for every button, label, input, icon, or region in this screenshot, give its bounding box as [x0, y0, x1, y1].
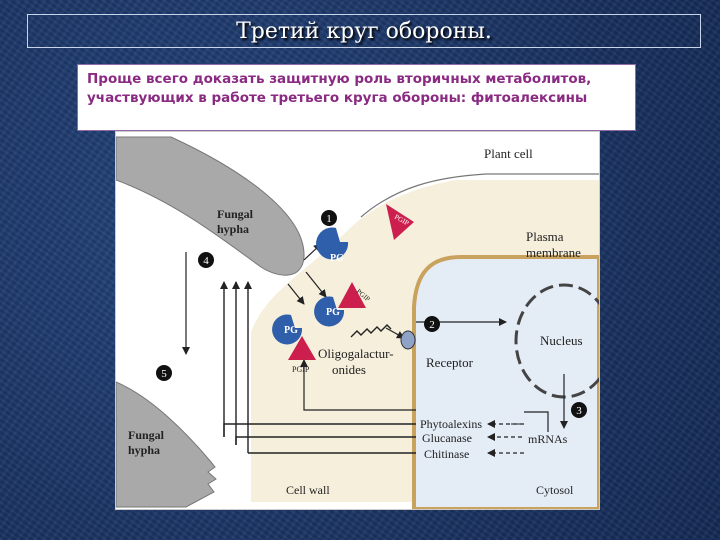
step-1-marker: 1 — [321, 210, 337, 226]
cytosol-region — [412, 255, 599, 509]
fungal-hypha-top — [116, 136, 305, 276]
receptor-shape — [400, 330, 416, 350]
step-2-marker: 2 — [424, 316, 440, 332]
label-chitinase: Chitinase — [424, 447, 469, 461]
label-pg-3: PG — [284, 325, 298, 336]
label-pgip-3: PGIP — [292, 365, 310, 374]
defense-diagram: Plant cell Fungal hypha Fungal hypha Pla… — [115, 131, 600, 510]
label-fungal-hypha-top-1: Fungal — [217, 207, 254, 221]
svg-text:1: 1 — [326, 213, 332, 225]
pgip-3 — [288, 336, 316, 360]
label-plasma-membrane-1: Plasma — [526, 229, 564, 244]
pg-enzyme-1 — [316, 227, 349, 260]
label-oligo-2: onides — [332, 362, 366, 377]
step-4-marker: 4 — [198, 252, 214, 268]
label-phytoalexins: Phytoalexins — [420, 417, 482, 431]
pg-enzyme-3 — [272, 314, 303, 345]
fungal-hypha-bottom — [116, 381, 217, 508]
label-cell-wall: Cell wall — [286, 483, 330, 497]
svg-text:3: 3 — [576, 405, 582, 417]
label-plasma-membrane-2: membrane — [526, 245, 581, 260]
svg-text:5: 5 — [161, 368, 167, 380]
step-5-marker: 5 — [156, 365, 172, 381]
svg-text:4: 4 — [203, 255, 209, 267]
callout-text: Проще всего доказать защитную роль втори… — [77, 64, 636, 131]
oligogalacturonide-chain — [350, 324, 392, 338]
label-fungal-hypha-bottom-1: Fungal — [128, 428, 165, 442]
label-pg-2: PG — [326, 307, 340, 318]
label-oligo-1: Oligogalactur- — [318, 346, 394, 361]
slide-title: Третий круг обороны. — [27, 14, 701, 48]
plant-cell-outline — [360, 173, 599, 218]
label-pg-1: PG — [330, 253, 344, 264]
step-3-marker: 3 — [571, 402, 587, 418]
label-nucleus: Nucleus — [540, 333, 583, 348]
svg-text:2: 2 — [429, 319, 435, 331]
label-fungal-hypha-bottom-2: hypha — [128, 443, 160, 457]
pgip-2 — [338, 282, 366, 308]
pg-enzyme-2 — [314, 296, 345, 327]
label-cytosol: Cytosol — [536, 483, 574, 497]
label-fungal-hypha-top-2: hypha — [217, 222, 249, 236]
label-plant-cell: Plant cell — [484, 146, 533, 161]
label-mrnas: mRNAs — [528, 432, 568, 446]
label-glucanase: Glucanase — [422, 431, 472, 445]
label-receptor: Receptor — [426, 355, 474, 370]
pgip-1 — [386, 204, 414, 240]
